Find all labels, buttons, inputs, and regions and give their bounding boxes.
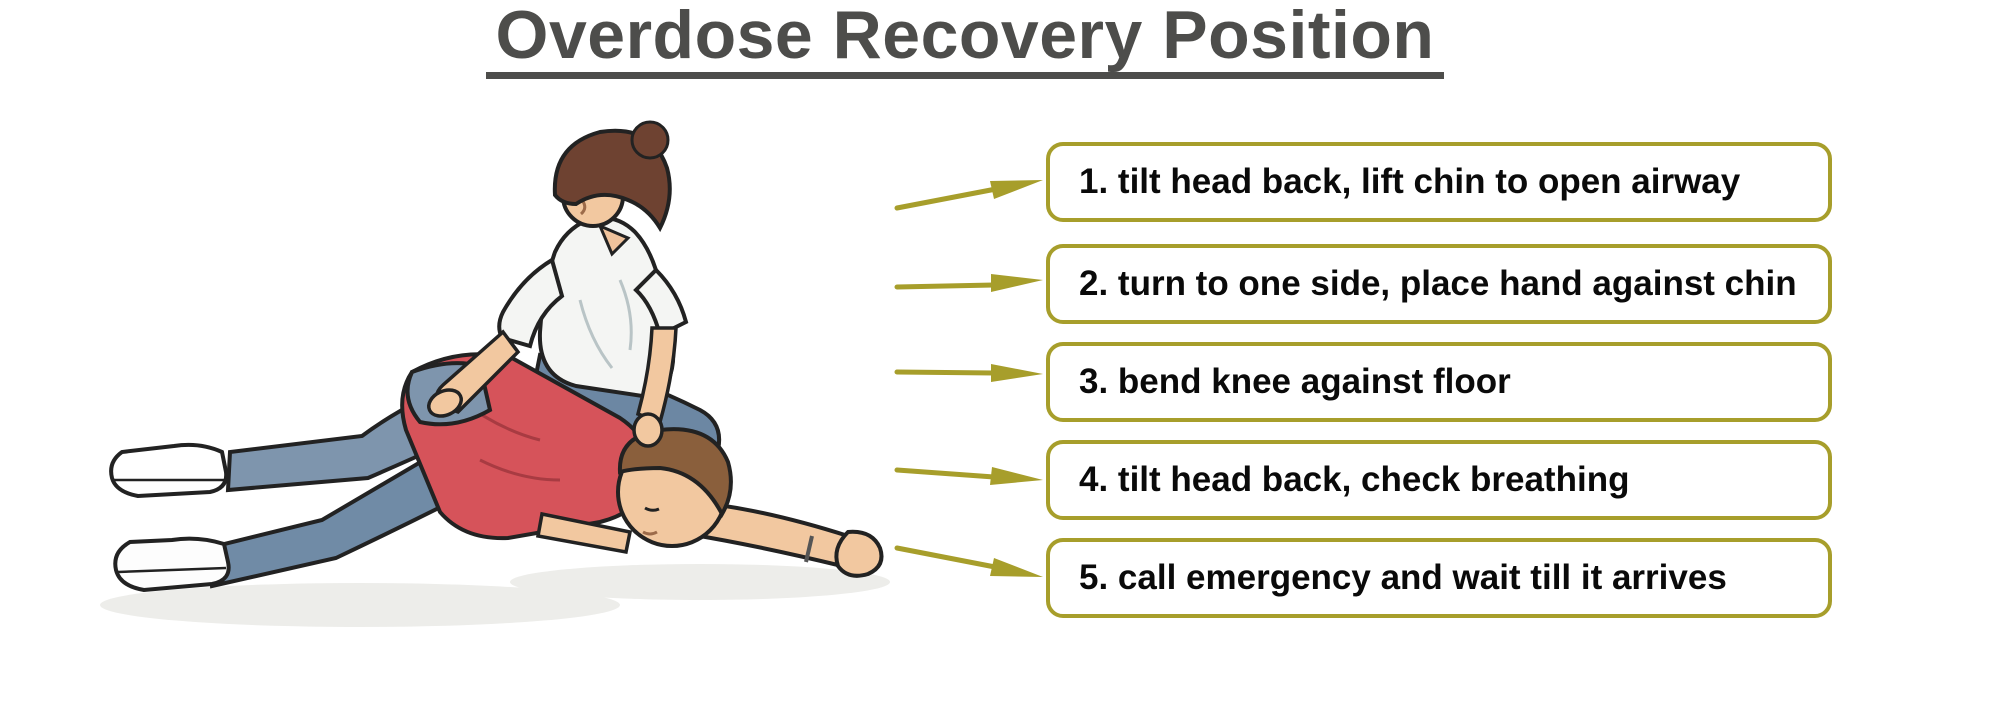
victim-eye bbox=[644, 506, 660, 512]
recovery-position-illustration bbox=[100, 120, 890, 627]
shirt-fold bbox=[578, 299, 614, 369]
rescuer-right-hand bbox=[632, 412, 664, 448]
rescuer-left-sleeve bbox=[497, 256, 565, 349]
step-box-4: 4. tilt head back, check breathing bbox=[1046, 440, 1832, 520]
step-box-1: 1. tilt head back, lift chin to open air… bbox=[1046, 142, 1832, 222]
step-box-5: 5. call emergency and wait till it arriv… bbox=[1046, 538, 1832, 618]
step-box-2: 2. turn to one side, place hand against … bbox=[1046, 244, 1832, 324]
shoe-sole bbox=[117, 566, 227, 574]
title-wrap: Overdose Recovery Position bbox=[0, 1, 1930, 79]
step-label-1: 1. tilt head back, lift chin to open air… bbox=[1079, 162, 1741, 201]
step-box-3: 3. bend knee against floor bbox=[1046, 342, 1832, 422]
rescuer-hair-bun bbox=[630, 120, 670, 160]
ground-shadow bbox=[100, 583, 620, 627]
victim-fist bbox=[834, 529, 884, 578]
rescuer-right-forearm bbox=[635, 326, 678, 425]
victim-mouth bbox=[642, 530, 658, 536]
shirt-fold bbox=[479, 458, 561, 482]
step-label-2: 2. turn to one side, place hand against … bbox=[1079, 264, 1797, 303]
rescuer-torso bbox=[537, 215, 676, 401]
step-label-4: 4. tilt head back, check breathing bbox=[1079, 460, 1630, 499]
ground-shadow bbox=[510, 564, 890, 600]
rescuer-neck bbox=[597, 223, 631, 257]
victim-shoe bbox=[109, 442, 229, 499]
victim-bent-arm bbox=[535, 511, 633, 555]
step-label-5: 5. call emergency and wait till it arriv… bbox=[1079, 558, 1727, 597]
victim-shoe bbox=[113, 536, 231, 593]
shirt-fold bbox=[618, 279, 633, 351]
victim-bracelet bbox=[804, 535, 814, 563]
step-label-3: 3. bend knee against floor bbox=[1079, 362, 1511, 401]
page-title: Overdose Recovery Position bbox=[485, 1, 1445, 79]
rescuer-left-hand bbox=[427, 388, 463, 418]
